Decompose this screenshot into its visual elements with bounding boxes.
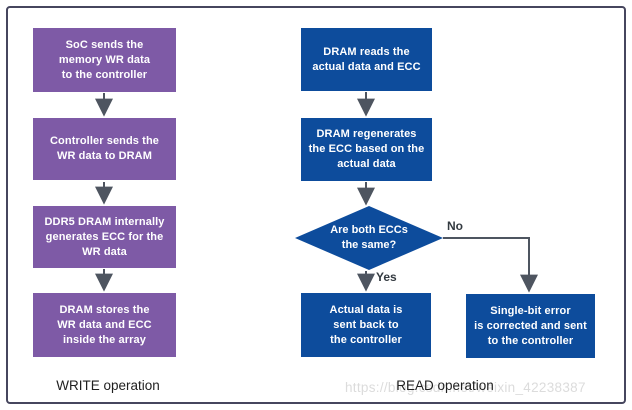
flow-step-dram-stores-data-ecc: DRAM stores the WR data and ECC inside t… (33, 293, 176, 357)
flow-step-soc-sends-wr-data: SoC sends the memory WR data to the cont… (33, 28, 176, 92)
flow-step-actual-data-sent-back: Actual data is sent back to the controll… (301, 293, 431, 357)
arrow-no (443, 237, 538, 293)
flow-step-dram-reads-data-ecc: DRAM reads the actual data and ECC (301, 28, 432, 91)
flow-step-dram-generates-ecc: DDR5 DRAM internally generates ECC for t… (33, 206, 176, 268)
flow-step-dram-regenerates-ecc: DRAM regenerates the ECC based on the ac… (301, 118, 432, 181)
read-operation-label: READ operation (396, 378, 494, 393)
branch-label-no: No (447, 219, 463, 233)
write-operation-label: WRITE operation (56, 378, 160, 393)
watermark-text: https://blog.csdn.net/weixin_42238387 (345, 380, 586, 395)
flow-step-controller-sends-wr-data: Controller sends the WR data to DRAM (33, 118, 176, 180)
branch-label-yes: Yes (376, 270, 397, 284)
flow-step-single-bit-error-corrected: Single-bit error is corrected and sent t… (466, 294, 595, 358)
